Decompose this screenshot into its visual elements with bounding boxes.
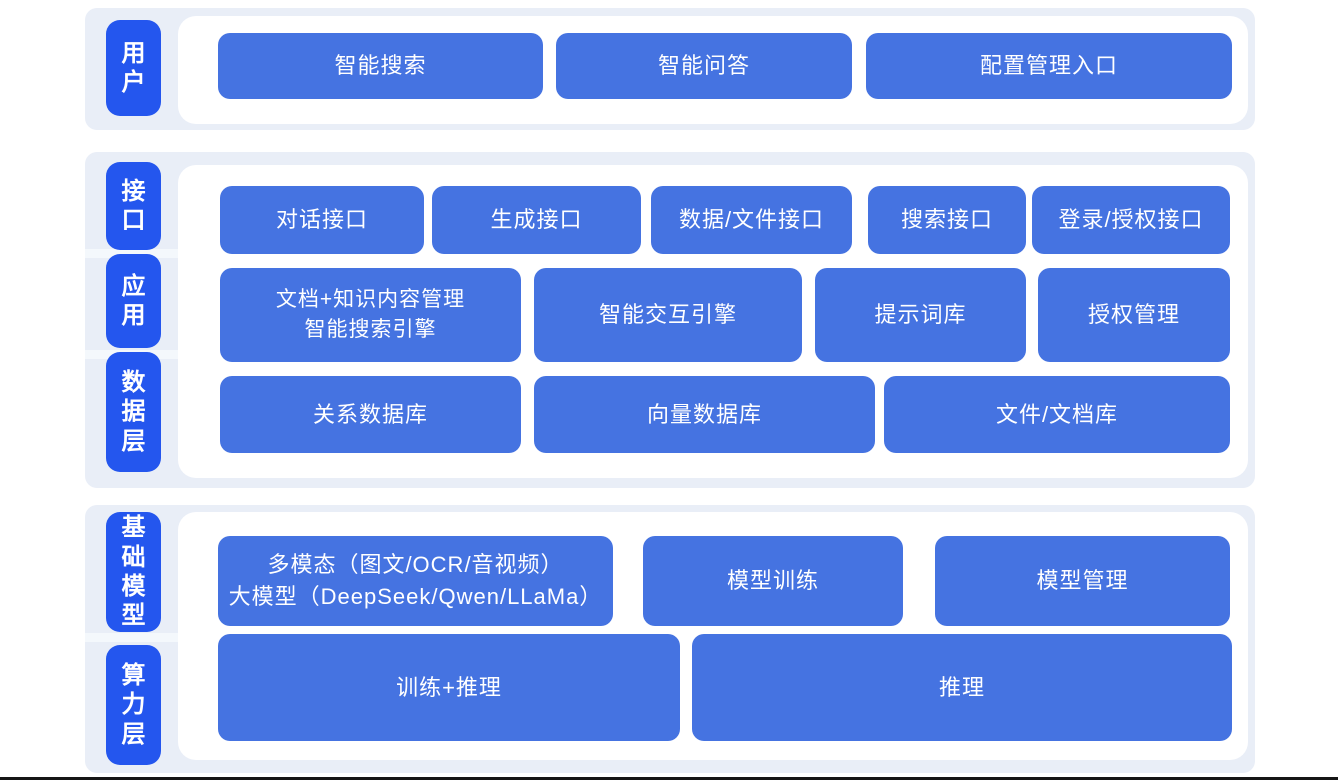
block-login-auth-api: 登录/授权接口 [1032, 186, 1230, 254]
layer-pill-label: 基础模型 [121, 514, 146, 630]
block-search-api: 搜索接口 [868, 186, 1026, 254]
block-file-doc-store: 文件/文档库 [884, 376, 1230, 453]
block-model-training: 模型训练 [643, 536, 903, 626]
block-label-line2: 智能搜索引擎 [304, 318, 437, 341]
layer-pill-user: 用户 [106, 20, 161, 116]
layer-pill-label: 接口 [121, 177, 146, 234]
block-doc-knowledge-search-engine: 文档+知识内容管理 智能搜索引擎 [220, 268, 521, 362]
block-config-entry: 配置管理入口 [866, 33, 1232, 99]
block-smart-qa: 智能问答 [556, 33, 852, 99]
band-separator [85, 633, 178, 642]
block-data-file-api: 数据/文件接口 [651, 186, 852, 254]
block-label-line2: 大模型（DeepSeek/Qwen/LLaMa） [228, 584, 603, 609]
layer-pill-compute: 算力层 [106, 645, 161, 765]
layer-pill-interface: 接口 [106, 162, 161, 250]
bottom-divider [0, 777, 1338, 780]
block-model-management: 模型管理 [935, 536, 1230, 626]
layer-pill-data: 数据层 [106, 352, 161, 472]
band-separator [85, 249, 178, 258]
block-interaction-engine: 智能交互引擎 [534, 268, 802, 362]
block-dialog-api: 对话接口 [220, 186, 424, 254]
block-prompt-library: 提示词库 [815, 268, 1026, 362]
block-training-inference: 训练+推理 [218, 634, 680, 741]
layer-pill-label: 应用 [121, 272, 146, 329]
layer-pill-label: 用户 [121, 39, 146, 96]
block-label-line1: 多模态（图文/OCR/音视频） [267, 552, 564, 578]
layer-pill-label: 数据层 [121, 369, 146, 455]
block-generate-api: 生成接口 [432, 186, 641, 254]
block-auth-management: 授权管理 [1038, 268, 1230, 362]
block-relational-db: 关系数据库 [220, 376, 521, 453]
block-smart-search: 智能搜索 [218, 33, 543, 99]
block-multimodal-llm: 多模态（图文/OCR/音视频） 大模型（DeepSeek/Qwen/LLaMa） [218, 536, 613, 626]
block-label-line1: 文档+知识内容管理 [275, 287, 466, 311]
layer-pill-label: 算力层 [121, 662, 146, 748]
layer-pill-foundation-model: 基础模型 [106, 512, 161, 632]
block-inference: 推理 [692, 634, 1232, 741]
layer-pill-application: 应用 [106, 254, 161, 348]
block-vector-db: 向量数据库 [534, 376, 875, 453]
